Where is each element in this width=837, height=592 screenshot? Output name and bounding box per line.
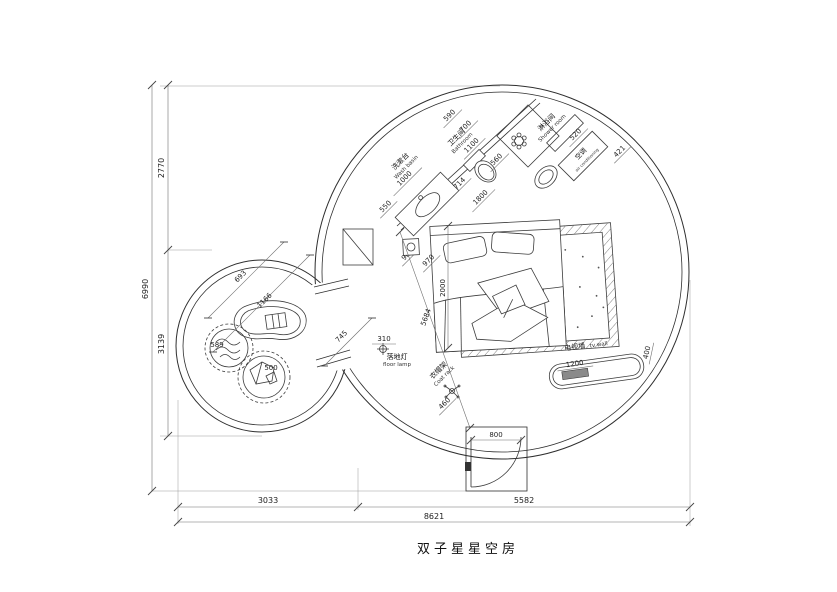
room-walls xyxy=(175,84,690,460)
quilt-fold-3 xyxy=(491,284,526,315)
dim-2000: 2000 xyxy=(439,221,453,353)
dim-5684: 5684 xyxy=(395,227,475,433)
dim-589-label: 589 xyxy=(210,341,223,349)
passage-walls xyxy=(313,278,352,368)
dim-1200: 1200 xyxy=(557,359,594,372)
svg-text:460: 460 xyxy=(437,396,452,411)
shower-label: 淋浴间 Shower room xyxy=(536,112,568,144)
svg-text:1200: 1200 xyxy=(565,359,584,369)
floor-lamp-label-en: floor lamp xyxy=(383,362,411,368)
entrance: 800 xyxy=(465,426,528,492)
tv-screen xyxy=(561,367,589,381)
svg-text:421: 421 xyxy=(612,144,627,159)
tv-console xyxy=(548,353,645,390)
bathroom-zone: 空调 air conditioning 洗漱台 Wash basin 卫生间 B… xyxy=(378,98,632,237)
svg-text:800: 800 xyxy=(489,431,502,439)
shower-bench xyxy=(546,114,584,152)
svg-text:400: 400 xyxy=(642,345,653,360)
dim-5582-label: 5582 xyxy=(514,496,534,505)
svg-text:700: 700 xyxy=(458,119,473,134)
bottom-dimension-chain: 3033 5582 8621 xyxy=(173,496,695,527)
tv-wall-label: 电视墙 tv wall xyxy=(564,341,609,353)
bed xyxy=(429,219,567,353)
dim-500-label: 500 xyxy=(264,364,277,372)
faucet-icon xyxy=(418,195,424,201)
wall-niche-cabinet xyxy=(342,228,374,266)
water-feature-dashed-ring xyxy=(204,323,254,373)
passage-clear xyxy=(312,277,352,374)
pillow-right xyxy=(491,231,535,255)
floor-lamp-label-cn: 落地灯 xyxy=(387,352,408,361)
svg-text:590: 590 xyxy=(442,108,457,123)
dim-590: 590 xyxy=(442,108,463,129)
left-dimension-chain: 2770 3139 6990 xyxy=(141,80,173,496)
dim-3033-label: 3033 xyxy=(258,496,278,505)
water-feature xyxy=(209,328,249,368)
svg-text:2000: 2000 xyxy=(439,279,447,297)
extension-lines xyxy=(152,85,691,526)
svg-text:714: 714 xyxy=(452,176,467,191)
dim-310: 310 xyxy=(372,335,396,345)
door-hinge-block xyxy=(465,462,471,471)
dim-3139-label: 3139 xyxy=(157,334,166,354)
toilet xyxy=(462,148,497,183)
dim-550: 550 xyxy=(378,199,398,219)
dim-1166: 1166 xyxy=(209,254,314,353)
dim-460: 460 xyxy=(437,396,457,416)
dim-1800: 1800 xyxy=(471,188,496,213)
svg-text:560: 560 xyxy=(489,152,504,167)
floor-lamp: 310 落地灯 floor lamp xyxy=(372,335,411,368)
svg-text:550: 550 xyxy=(378,199,393,214)
dim-2770-label: 2770 xyxy=(157,158,166,178)
dim-800: 800 xyxy=(466,431,526,445)
svg-text:520: 520 xyxy=(568,127,583,142)
dim-8621-label: 8621 xyxy=(424,512,444,521)
drawing-title: 双子星星空房 xyxy=(417,541,519,557)
air-conditioner-unit: 空调 air conditioning xyxy=(557,130,609,182)
coat-rack-icon xyxy=(443,384,461,399)
wash-basin-counter xyxy=(394,171,460,237)
dim-6990-label: 6990 xyxy=(141,279,150,299)
floor-drain-icon xyxy=(511,132,527,150)
pond-inner-outline xyxy=(240,306,301,336)
bath-stool xyxy=(534,165,558,189)
tv-wall-label-en: tv wall xyxy=(589,341,608,350)
pillow-left xyxy=(442,236,488,264)
pond-bridge xyxy=(264,312,288,330)
rock-feature-dashed-ring xyxy=(237,350,291,404)
door-swing-arc xyxy=(470,436,522,488)
tv-wall-label-cn: 电视墙 xyxy=(564,341,586,353)
rock-feature xyxy=(242,355,286,399)
main-room-inner-wall xyxy=(321,91,683,453)
shower-area xyxy=(496,104,560,168)
pond-outline xyxy=(233,300,307,340)
entry-porch xyxy=(465,426,528,492)
svg-text:5684: 5684 xyxy=(419,307,433,327)
main-room-outer-wall xyxy=(314,84,690,460)
small-room-interior: 589 500 693 1166 xyxy=(204,241,314,404)
dim-400: 400 xyxy=(642,342,655,365)
svg-text:310: 310 xyxy=(377,335,390,343)
